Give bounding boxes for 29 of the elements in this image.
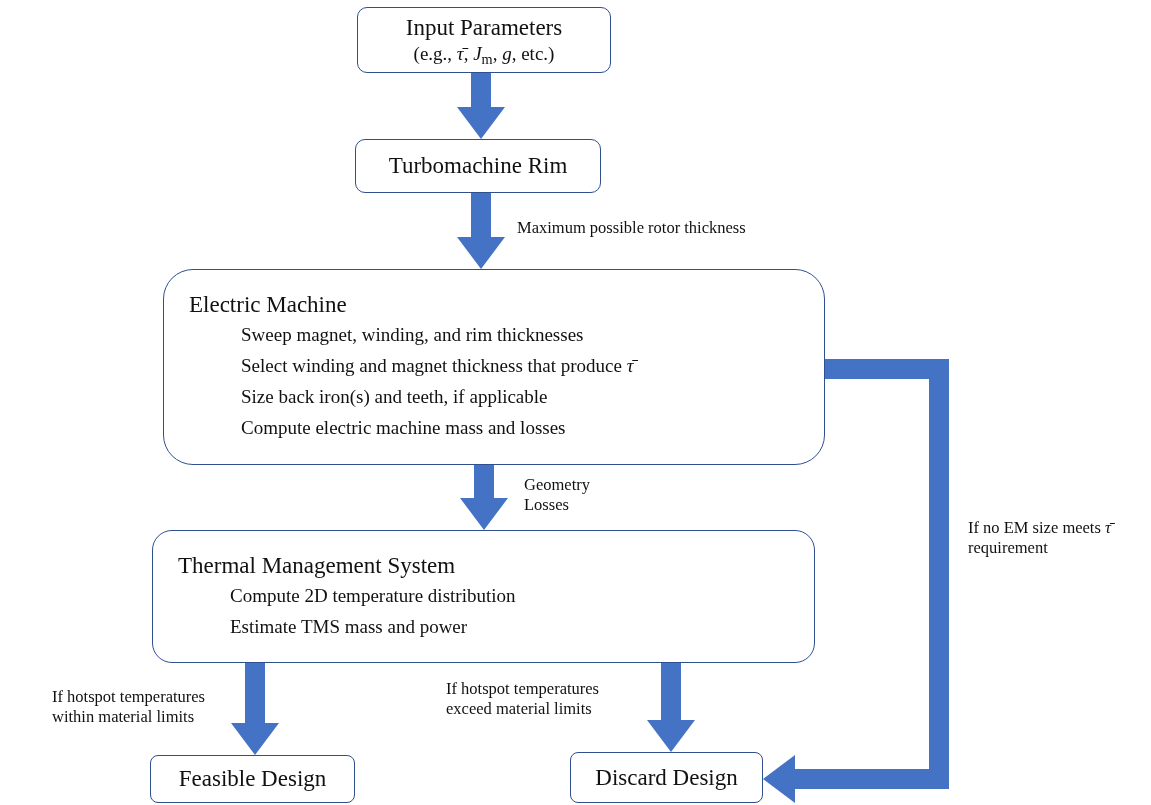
- step-text: Size back iron(s) and teeth, if applicable: [241, 385, 548, 409]
- block-arrow: [460, 465, 508, 530]
- process-box: [150, 755, 355, 803]
- step-text: Compute 2D temperature distribution: [230, 583, 516, 608]
- step-text: Estimate TMS mass and power: [230, 614, 468, 639]
- box-title: Turbomachine Rim: [388, 152, 568, 180]
- box-title: Input Parameters: [405, 14, 563, 42]
- process-box: [163, 269, 825, 465]
- box-title: Feasible Design: [178, 765, 327, 793]
- block-arrow: [457, 193, 505, 269]
- step-text: Compute electric machine mass and losses: [241, 416, 566, 440]
- box-subtitle: (e.g., τ̄, J$_{m}$, g, etc.): [413, 42, 555, 66]
- box-title: Discard Design: [595, 763, 738, 792]
- edge-label: If no EM size meets τ̄ requirement: [968, 518, 1128, 558]
- process-box: [355, 139, 601, 193]
- process-box: [357, 7, 611, 73]
- box-title: Thermal Management System: [178, 551, 456, 580]
- block-arrow: [231, 663, 279, 755]
- edge-label: Geometry Losses: [524, 475, 591, 515]
- block-arrow: [763, 359, 949, 803]
- edge-label: If hotspot temperatures exceed material limits: [446, 679, 601, 719]
- process-box: [570, 752, 763, 803]
- process-box: [152, 530, 815, 663]
- edge-label: Maximum possible rotor thickness: [517, 218, 747, 238]
- block-arrow: [457, 73, 505, 139]
- edge-label: If hotspot temperatures within material limits: [52, 687, 207, 727]
- block-arrow: [647, 663, 695, 752]
- box-title: Electric Machine: [189, 291, 347, 319]
- step-text: Sweep magnet, winding, and rim thicknesses: [241, 323, 584, 347]
